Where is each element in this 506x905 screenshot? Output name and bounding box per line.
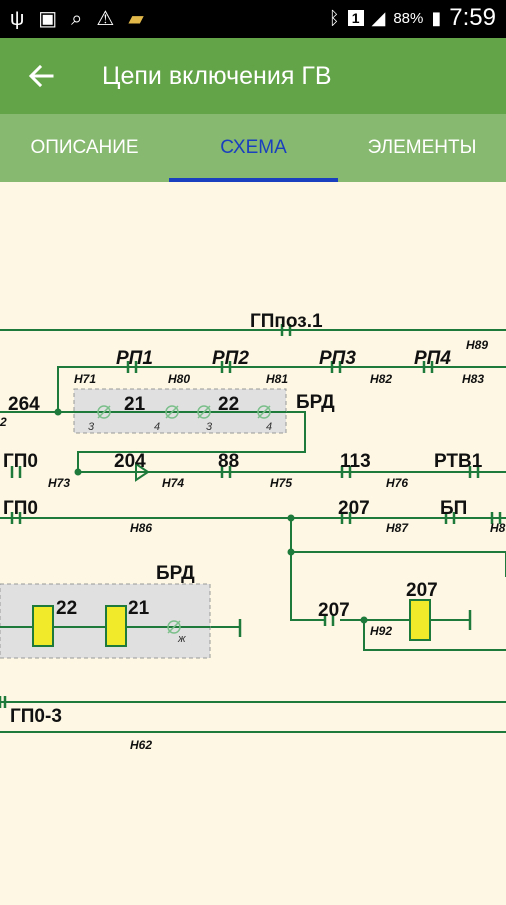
battery-percent: 88% — [393, 9, 424, 27]
label-204: 204 — [114, 451, 146, 472]
label-n62: Н62 — [130, 738, 152, 752]
label-pin-3b: 3 — [206, 421, 213, 433]
page-title: Цепи включения ГВ — [102, 62, 332, 90]
label-22b: 22 — [56, 598, 77, 619]
search-icon: ⌕ — [71, 8, 83, 30]
tab-elements[interactable]: ЭЛЕМЕНТЫ — [367, 137, 477, 158]
label-88: 88 — [218, 451, 239, 472]
label-22: 22 — [218, 394, 239, 415]
fuse-symbols — [97, 405, 271, 419]
label-zh: ж — [177, 633, 186, 645]
signal-icon: ◢ — [371, 7, 386, 28]
label-pin-4b: 4 — [266, 421, 272, 433]
coils — [32, 599, 431, 647]
warning-icon: ⚠ — [96, 8, 115, 30]
terminals — [238, 610, 472, 637]
schema-labels: ГПпоз.1 Н89 РП1 РП2 РП3 РП4 Н71 Н80 Н81 … — [0, 311, 506, 752]
diode-symbol — [135, 462, 150, 482]
label-rp1: РП1 — [116, 348, 153, 369]
back-button[interactable] — [22, 56, 62, 96]
label-rp2: РП2 — [212, 348, 249, 369]
label-n81: Н81 — [266, 372, 288, 386]
active-tab-indicator — [169, 178, 338, 182]
usb-icon: ψ — [10, 8, 25, 30]
label-n80: Н80 — [168, 372, 190, 386]
label-rp4: РП4 — [414, 348, 451, 369]
label-n82: Н82 — [370, 372, 392, 386]
sim-indicator: 1 — [347, 10, 364, 26]
label-n92: Н92 — [370, 624, 392, 638]
schema-canvas[interactable]: ГПпоз.1 Н89 РП1 РП2 РП3 РП4 Н71 Н80 Н81 … — [0, 182, 506, 900]
label-2: 2 — [0, 415, 7, 429]
status-bar: ψ ▣ ⌕ ⚠ ▰ ᛒ 1 ◢ 88% ▮ 7:59 — [0, 0, 506, 38]
label-n89: Н89 — [466, 338, 488, 352]
app-bar: Цепи включения ГВ — [0, 38, 506, 114]
label-gp0-b: ГП0 — [3, 498, 38, 519]
label-n76: Н76 — [386, 476, 408, 490]
tab-schema[interactable]: СХЕМА — [220, 137, 287, 158]
label-bp: БП — [440, 498, 467, 519]
clock: 7:59 — [449, 4, 496, 31]
label-21b: 21 — [128, 598, 150, 619]
contacts — [0, 324, 502, 708]
label-rtv1: РТВ1 — [434, 451, 483, 472]
notification-icons: ψ ▣ ⌕ ⚠ ▰ — [10, 6, 144, 32]
label-n8: Н8 — [490, 521, 506, 535]
label-21: 21 — [124, 394, 146, 415]
label-113: 113 — [340, 451, 371, 472]
label-n74: Н74 — [162, 476, 184, 490]
label-gppoz1: ГПпоз.1 — [250, 311, 323, 332]
label-n71: Н71 — [74, 372, 96, 386]
circuit-diagram: ГПпоз.1 Н89 РП1 РП2 РП3 РП4 Н71 Н80 Н81 … — [0, 311, 506, 752]
label-n75: Н75 — [270, 476, 292, 490]
label-rp3: РП3 — [319, 348, 356, 369]
label-n86: Н86 — [130, 521, 152, 535]
label-207a: 207 — [338, 498, 370, 519]
label-gp0-a: ГП0 — [3, 451, 38, 472]
label-pin-3a: 3 — [88, 421, 95, 433]
junctions — [54, 408, 368, 624]
fuse-symbol-bottom — [167, 620, 181, 634]
sd-card-icon: ▰ — [128, 8, 144, 30]
tab-description[interactable]: ОПИСАНИЕ — [30, 137, 139, 158]
label-207c: 207 — [406, 580, 438, 601]
label-n73: Н73 — [48, 476, 70, 490]
system-icons: ᛒ 1 ◢ 88% ▮ 7:59 — [329, 4, 496, 32]
bluetooth-icon: ᛒ — [328, 7, 340, 28]
arrow-left-icon — [28, 64, 54, 88]
label-brd-bottom: БРД — [156, 563, 195, 584]
label-gp0-3: ГП0-3 — [10, 706, 62, 727]
image-icon: ▣ — [38, 8, 58, 30]
label-n87: Н87 — [386, 521, 409, 535]
label-pin-4a: 4 — [154, 421, 160, 433]
battery-icon: ▮ — [431, 7, 442, 28]
tab-bar: ОПИСАНИЕ СХЕМА ЭЛЕМЕНТЫ — [0, 114, 506, 182]
label-207b: 207 — [318, 600, 350, 621]
label-264: 264 — [8, 394, 40, 415]
label-n83: Н83 — [462, 372, 484, 386]
label-brd-top: БРД — [296, 392, 335, 413]
